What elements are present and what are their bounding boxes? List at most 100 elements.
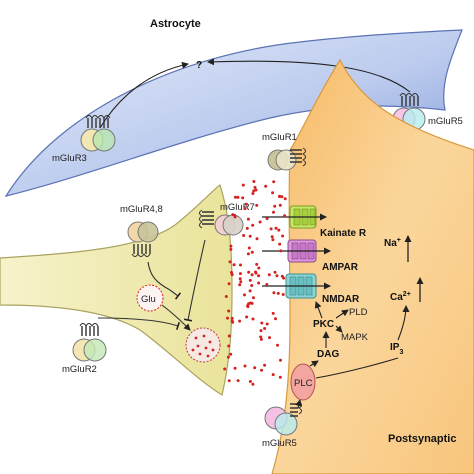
vesicle-dots bbox=[191, 334, 215, 358]
glutamate-dot bbox=[259, 329, 263, 333]
synaptic-cleft-glutamate bbox=[223, 180, 287, 386]
glutamate-dot bbox=[254, 188, 258, 192]
mglur5-astrocyte-label: mGluR5 bbox=[428, 116, 463, 127]
glutamate-dot bbox=[271, 311, 275, 315]
glutamate-dot bbox=[273, 204, 277, 208]
glutamate-dot bbox=[272, 180, 276, 184]
svg-text:PLC: PLC bbox=[294, 378, 313, 389]
glutamate-dot bbox=[250, 284, 254, 287]
kainate-label: Kainate R bbox=[320, 228, 367, 239]
glutamate-dot bbox=[250, 250, 254, 254]
glutamate-dot bbox=[271, 238, 275, 242]
astrocyte-label: Astrocyte bbox=[150, 18, 201, 30]
pkc-label: PKC bbox=[313, 319, 334, 330]
glutamate-dot bbox=[268, 336, 271, 340]
glutamate-dot bbox=[238, 319, 242, 323]
mapk-label: MAPK bbox=[341, 332, 369, 343]
glutamate-dot bbox=[265, 322, 269, 326]
glutamate-dot bbox=[257, 281, 261, 285]
ca-label: Ca2+ bbox=[390, 291, 411, 303]
mglur2-receptor bbox=[72, 323, 107, 362]
glutamate-dot bbox=[245, 226, 249, 230]
glutamate-dot bbox=[228, 260, 232, 264]
glutamate-dot bbox=[227, 344, 231, 348]
glutamate-dot bbox=[279, 358, 282, 362]
glutamate-dot bbox=[263, 363, 267, 367]
mglur48-label: mGluR4,8 bbox=[120, 204, 163, 215]
synaptic-vesicle bbox=[185, 327, 221, 363]
glutamate-dot bbox=[278, 203, 282, 207]
glutamate-dot bbox=[257, 274, 261, 278]
svg-text:Glu: Glu bbox=[141, 294, 156, 305]
mglur7-inhibition-line bbox=[183, 239, 206, 322]
glutamate-dot bbox=[267, 273, 271, 277]
plc-to-ip3-arrow bbox=[315, 357, 399, 379]
mglur2-inhibition-line bbox=[97, 317, 181, 331]
glutamate-dot bbox=[265, 217, 269, 221]
glutamate-dot bbox=[260, 321, 264, 325]
glutamate-dot bbox=[229, 247, 233, 251]
mglur5-postsynaptic-label: mGluR5 bbox=[262, 438, 297, 449]
glutamate-dot bbox=[253, 185, 257, 189]
glutamate-dot bbox=[263, 327, 267, 330]
mglur7-label: mGluR7 bbox=[220, 202, 255, 213]
pkc-to-nmdar-arrow bbox=[314, 301, 323, 319]
pkc-to-mapk-arrow bbox=[335, 325, 343, 333]
glutamate-dot bbox=[230, 316, 234, 320]
glutamate-dot bbox=[276, 343, 279, 347]
glutamate-dot bbox=[274, 317, 277, 321]
glutamate-dot bbox=[227, 282, 231, 286]
glutamate-dot bbox=[278, 375, 282, 379]
glutamate-dot bbox=[246, 304, 250, 308]
glutamate-dot bbox=[247, 246, 251, 250]
glutamate-dot bbox=[255, 237, 259, 241]
glutamate-dot bbox=[280, 195, 284, 199]
glutamate-dot bbox=[272, 210, 275, 214]
glutamate-dot bbox=[253, 366, 257, 370]
mglur3-receptor bbox=[80, 115, 116, 152]
na-label: Na+ bbox=[384, 237, 401, 249]
glutamate-dot bbox=[264, 184, 268, 188]
glutamate-dot bbox=[276, 291, 280, 295]
question-mark: ? bbox=[196, 60, 202, 71]
glutamate-dot bbox=[258, 220, 262, 224]
glutamate-dot bbox=[248, 234, 252, 238]
glutamate-dot bbox=[279, 249, 283, 253]
glutamate-dot bbox=[246, 217, 250, 221]
glutamate-dot bbox=[226, 355, 230, 359]
mglur5-postsynaptic-receptor bbox=[264, 401, 302, 436]
glutamate-dot bbox=[259, 335, 263, 339]
glutamate-dot bbox=[232, 263, 236, 267]
mglur1-label: mGluR1 bbox=[262, 132, 297, 143]
glutamate-dot bbox=[271, 191, 275, 195]
mglur3-label: mGluR3 bbox=[52, 153, 87, 164]
glutamate-dot bbox=[248, 289, 252, 293]
glutamate-dot bbox=[229, 352, 233, 356]
glutamate-dot bbox=[243, 364, 247, 368]
mglur48-inhibition-line bbox=[147, 261, 182, 300]
glutamate-dot bbox=[278, 194, 282, 198]
glutamate-dot bbox=[273, 270, 277, 274]
glutamate-vesicle: Glu bbox=[136, 284, 164, 312]
glutamate-dot bbox=[251, 192, 255, 195]
glutamate-dot bbox=[238, 277, 242, 281]
glutamate-dot bbox=[243, 293, 246, 297]
glutamate-dot bbox=[233, 366, 237, 370]
plc-to-dag-arrow bbox=[309, 360, 319, 368]
glutamate-dot bbox=[252, 296, 255, 300]
glutamate-dot bbox=[251, 317, 255, 321]
mglur2-label: mGluR2 bbox=[62, 364, 97, 375]
glutamate-dot bbox=[233, 195, 237, 199]
glutamate-dot bbox=[227, 309, 231, 313]
glutamate-dot bbox=[231, 320, 235, 324]
glutamate-dot bbox=[231, 213, 235, 217]
pkc-to-pld-arrow bbox=[335, 309, 349, 319]
glutamate-dot bbox=[236, 195, 240, 199]
glutamate-dot bbox=[229, 244, 233, 248]
glutamate-dot bbox=[238, 272, 242, 276]
postsynaptic-label: Postsynaptic bbox=[388, 433, 456, 445]
plc-enzyme: PLC bbox=[290, 363, 316, 401]
mglur1-receptor bbox=[267, 147, 306, 171]
nmdar-label: NMDAR bbox=[322, 294, 360, 305]
